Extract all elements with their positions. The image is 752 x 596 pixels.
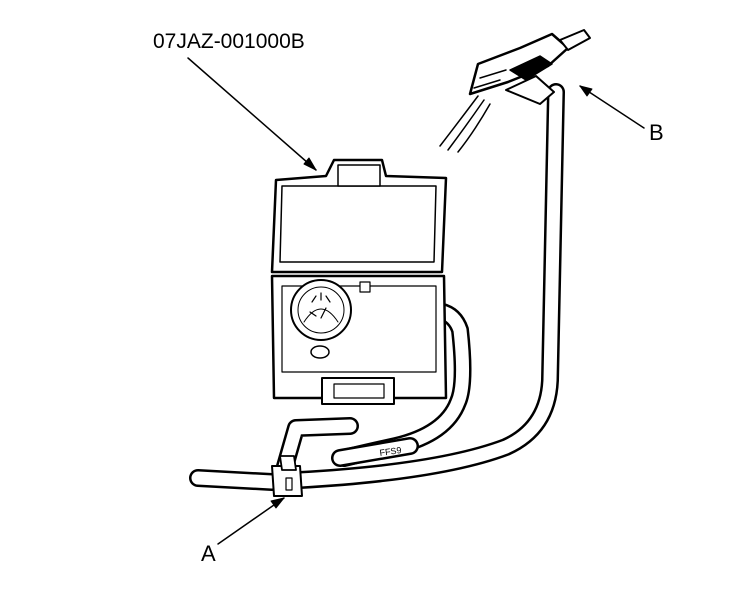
inlet-tube [189, 469, 281, 491]
front-latch [321, 377, 395, 405]
tube-marking: FFS9 [379, 445, 402, 458]
connector-b [439, 29, 591, 153]
leader-a [217, 497, 285, 545]
t-fitting-a [271, 455, 303, 497]
part-number-label: 07JAZ-001000B [153, 30, 305, 53]
leader-b [579, 85, 645, 129]
callout-a-label: A [201, 541, 216, 566]
pressure-gauge [290, 279, 352, 341]
tester-lid [270, 158, 448, 274]
callout-b-label: B [649, 120, 664, 145]
leader-tester [187, 57, 317, 171]
tester-knob [310, 345, 330, 359]
tester-case [270, 158, 448, 405]
lid-latch [337, 164, 381, 187]
tester-port [359, 281, 371, 293]
hose-to-connector-b [291, 83, 565, 489]
